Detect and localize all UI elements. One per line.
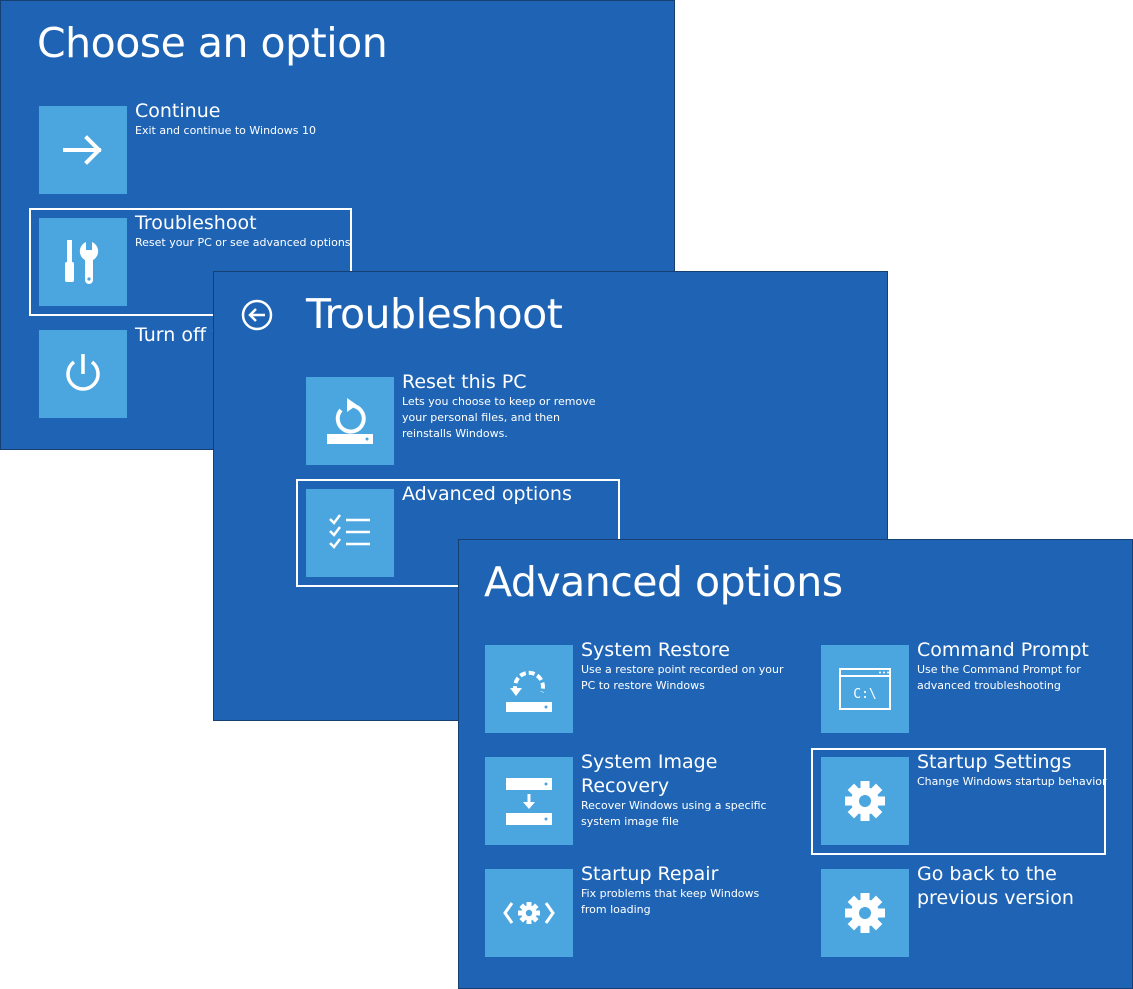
option-troubleshoot[interactable]: Troubleshoot Reset your PC or see advanc… <box>39 212 351 306</box>
option-description: Lets you choose to keep or remove your p… <box>402 395 596 440</box>
option-description: Use a restore point recorded on your PC … <box>581 663 784 692</box>
option-startup-repair[interactable]: Startup Repair Fix problems that keep Wi… <box>485 863 795 957</box>
option-system-image-recovery[interactable]: System Image Recovery Recover Windows us… <box>485 751 795 845</box>
option-reset-pc[interactable]: Reset this PC Lets you choose to keep or… <box>306 371 616 465</box>
arrow-right-icon <box>39 106 127 194</box>
option-title: Troubleshoot <box>135 212 257 234</box>
option-title: Startup Settings <box>917 751 1072 773</box>
page-title: Choose an option <box>37 19 388 67</box>
option-turn-off[interactable]: Turn off y <box>39 324 339 418</box>
gear-icon <box>821 869 909 957</box>
page-title: Troubleshoot <box>306 290 563 338</box>
system-restore-icon <box>485 645 573 733</box>
option-title: Reset this PC <box>402 371 527 393</box>
option-advanced-options[interactable]: Advanced options <box>306 483 616 577</box>
option-command-prompt[interactable]: C:\ Command Prompt Use the Command Promp… <box>821 639 1121 733</box>
checklist-icon <box>306 489 394 577</box>
option-startup-settings[interactable]: Startup Settings Change Windows startup … <box>821 751 1107 845</box>
option-description: Reset your PC or see advanced options <box>135 236 351 249</box>
command-prompt-icon-text: C:\ <box>853 687 876 702</box>
option-description: Recover Windows using a specific system … <box>581 799 767 828</box>
option-system-restore[interactable]: System Restore Use a restore point recor… <box>485 639 795 733</box>
power-icon <box>39 330 127 418</box>
option-title: System Restore <box>581 639 730 661</box>
back-button[interactable] <box>239 297 275 333</box>
option-title: Startup Repair <box>581 863 719 885</box>
selection-highlight <box>29 208 352 316</box>
command-prompt-icon: C:\ <box>821 645 909 733</box>
option-description: Exit and continue to Windows 10 <box>135 124 316 137</box>
reset-pc-icon <box>306 377 394 465</box>
option-title: Advanced options <box>402 483 572 505</box>
option-description: Use the Command Prompt for advanced trou… <box>917 663 1081 692</box>
gear-icon <box>821 757 909 845</box>
image-recovery-icon <box>485 757 573 845</box>
option-title: Command Prompt <box>917 639 1089 661</box>
option-description: Fix problems that keep Windows from load… <box>581 887 760 916</box>
option-title: System Image Recovery <box>581 751 718 797</box>
option-title: Turn off y <box>135 324 224 346</box>
option-title: Go back to the previous version <box>917 863 1074 909</box>
selection-highlight <box>811 748 1106 855</box>
back-arrow-icon <box>241 299 273 331</box>
option-title: Continue <box>135 100 221 122</box>
startup-repair-icon <box>485 869 573 957</box>
page-title: Advanced options <box>484 558 843 606</box>
option-continue[interactable]: Continue Exit and continue to Windows 10 <box>39 100 339 194</box>
option-go-back-previous-version[interactable]: Go back to the previous version <box>821 863 1101 957</box>
tools-icon <box>39 218 127 306</box>
advanced-options-screen: Advanced options System Restore Use a re… <box>458 539 1133 989</box>
option-description: Change Windows startup behavior <box>917 775 1107 788</box>
